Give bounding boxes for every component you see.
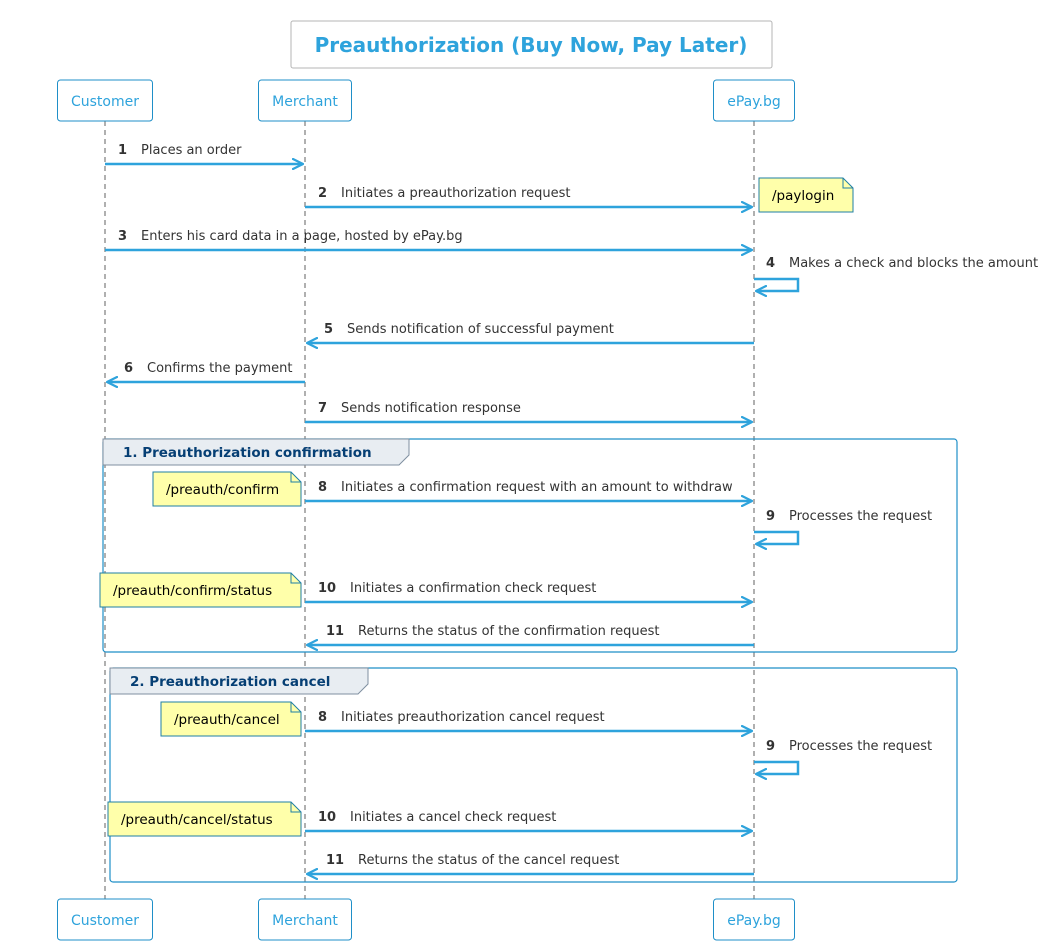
message-2: 2 Initiates a preauthorization request xyxy=(305,186,752,207)
self-message-arrow xyxy=(754,760,800,774)
participant-label: Merchant xyxy=(272,913,338,929)
participant-epay-bottom: ePay.bg xyxy=(713,898,795,941)
diagram-title: Preauthorization (Buy Now, Pay Later) xyxy=(290,20,773,69)
message-number: 2 xyxy=(318,186,327,201)
note-text: /preauth/confirm xyxy=(166,482,279,498)
message-label: Initiates a cancel check request xyxy=(350,810,556,825)
message-label: Sends notification of successful payment xyxy=(347,322,614,337)
message-number: 10 xyxy=(318,810,336,825)
message-label: Processes the request xyxy=(789,739,932,754)
message-number: 7 xyxy=(318,401,327,416)
message-label: Processes the request xyxy=(789,509,932,524)
message-11: 11 Returns the status of the confirmation… xyxy=(307,624,754,645)
message-number: 1 xyxy=(118,143,127,158)
message-label: Sends notification response xyxy=(341,401,521,416)
group-fragment: 2. Preauthorization cancel xyxy=(109,667,958,883)
message-8: 8 Initiates a confirmation request with a… xyxy=(305,480,752,501)
message-number: 10 xyxy=(318,581,336,596)
self-message-arrow xyxy=(754,277,800,291)
message-number: 11 xyxy=(326,853,344,868)
self-message-arrow xyxy=(754,530,800,544)
message-9: 9 Processes the request xyxy=(754,739,932,774)
message-8: 8 Initiates preauthorization cancel reque… xyxy=(305,710,752,731)
group-header-tab xyxy=(109,667,369,695)
message-label: Initiates a confirmation request with an… xyxy=(341,480,733,495)
group-title: 2. Preauthorization cancel xyxy=(130,674,330,690)
message-label: Returns the status of the confirmation r… xyxy=(358,624,659,639)
message-10: 10 Initiates a confirmation check request xyxy=(305,581,752,602)
message-label: Enters his card data in a page, hosted b… xyxy=(141,229,463,244)
message-number: 8 xyxy=(318,480,327,495)
message-7: 7 Sends notification response xyxy=(305,401,752,422)
message-5: 5 Sends notification of successful paymen… xyxy=(307,322,754,343)
message-1: 1 Places an order xyxy=(105,143,303,164)
note: /preauth/confirm xyxy=(152,471,302,507)
participant-merchant-top: Merchant xyxy=(258,79,352,122)
message-10: 10 Initiates a cancel check request xyxy=(305,810,752,831)
group-title: 1. Preauthorization confirmation xyxy=(123,445,372,461)
note-text: /preauth/cancel xyxy=(174,712,280,728)
groups: 1. Preauthorization confirmation 2. Preau… xyxy=(102,438,958,883)
message-label: Initiates a preauthorization request xyxy=(341,186,570,201)
participant-label: Customer xyxy=(71,913,139,929)
participant-customer-bottom: Customer xyxy=(57,898,153,941)
message-label: Confirms the payment xyxy=(147,361,293,376)
message-4: 4 Makes a check and blocks the amount xyxy=(754,256,1038,291)
participant-customer-top: Customer xyxy=(57,79,153,122)
group-header-tab xyxy=(102,438,410,466)
note: /preauth/cancel xyxy=(160,701,302,737)
note-text: /preauth/confirm/status xyxy=(113,583,272,599)
note-text: /paylogin xyxy=(772,188,834,204)
message-6: 6 Confirms the payment xyxy=(107,361,305,382)
message-number: 3 xyxy=(118,229,127,244)
participants: CustomerCustomerMerchantMerchantePay.bge… xyxy=(57,79,795,941)
note: /preauth/cancel/status xyxy=(107,801,302,837)
message-11: 11 Returns the status of the cancel reque… xyxy=(307,853,754,874)
message-label: Places an order xyxy=(141,143,242,158)
message-label: Makes a check and blocks the amount xyxy=(789,256,1038,271)
participant-label: Customer xyxy=(71,94,139,110)
participant-merchant-bottom: Merchant xyxy=(258,898,352,941)
message-label: Initiates a confirmation check request xyxy=(350,581,596,596)
participant-label: ePay.bg xyxy=(727,913,781,929)
message-number: 6 xyxy=(124,361,133,376)
message-number: 4 xyxy=(766,256,775,271)
participant-label: ePay.bg xyxy=(727,94,781,110)
message-9: 9 Processes the request xyxy=(754,509,932,544)
note-text: /preauth/cancel/status xyxy=(121,812,273,828)
message-label: Initiates preauthorization cancel reques… xyxy=(341,710,605,725)
notes: /paylogin/preauth/confirm/preauth/confir… xyxy=(99,177,854,837)
message-number: 9 xyxy=(766,509,775,524)
message-3: 3 Enters his card data in a page, hosted … xyxy=(105,229,752,250)
message-number: 9 xyxy=(766,739,775,754)
diagram-title-text: Preauthorization (Buy Now, Pay Later) xyxy=(315,33,748,57)
message-number: 8 xyxy=(318,710,327,725)
participant-epay-top: ePay.bg xyxy=(713,79,795,122)
message-number: 5 xyxy=(324,322,333,337)
group-fragment: 1. Preauthorization confirmation xyxy=(102,438,958,653)
message-number: 11 xyxy=(326,624,344,639)
participant-label: Merchant xyxy=(272,94,338,110)
note: /preauth/confirm/status xyxy=(99,572,302,608)
messages: 1 Places an order 2 Initiates a preauthoriz… xyxy=(105,143,1038,874)
message-label: Returns the status of the cancel request xyxy=(358,853,619,868)
note: /paylogin xyxy=(758,177,854,213)
